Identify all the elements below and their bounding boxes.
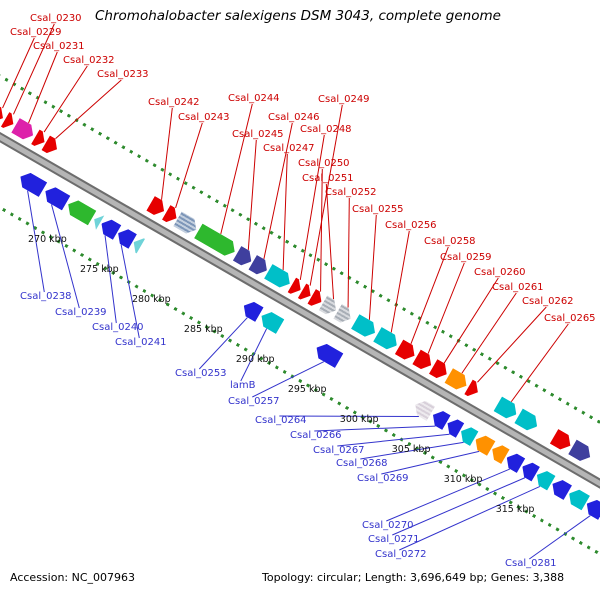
gene-label[interactable]: Csal_0258 bbox=[424, 236, 476, 247]
gene-label[interactable]: Csal_0267 bbox=[313, 445, 365, 456]
ruler-tick-label: 305 kbp bbox=[391, 443, 431, 455]
gene-label[interactable]: Csal_0243 bbox=[178, 112, 230, 123]
gene-label[interactable]: Csal_0257 bbox=[228, 396, 280, 407]
ruler-tick-label: 315 kbp bbox=[495, 503, 535, 515]
gene-label[interactable]: Csal_0242 bbox=[148, 97, 200, 108]
gene-label[interactable]: Csal_0246 bbox=[268, 112, 320, 123]
gene-label[interactable]: Csal_0260 bbox=[474, 267, 526, 278]
gene-label[interactable]: Csal_0244 bbox=[228, 93, 280, 104]
gene-label[interactable]: Csal_0259 bbox=[440, 252, 492, 263]
gene-label[interactable]: Csal_0232 bbox=[63, 55, 115, 66]
gene-label[interactable]: Csal_0229 bbox=[10, 27, 62, 38]
gene-label[interactable]: Csal_0251 bbox=[302, 173, 354, 184]
gene-label[interactable]: Csal_0272 bbox=[375, 549, 427, 560]
ruler-tick-label: 290 kbp bbox=[235, 353, 275, 365]
gene-label[interactable]: Csal_0255 bbox=[352, 204, 404, 215]
gene-label[interactable]: Csal_0247 bbox=[263, 143, 315, 154]
gene-label[interactable]: Csal_0249 bbox=[318, 94, 370, 105]
gene-label[interactable]: Csal_0230 bbox=[30, 13, 82, 24]
gene-label[interactable]: lamB bbox=[230, 380, 256, 391]
gene-label[interactable]: Csal_0265 bbox=[544, 313, 596, 324]
gene-label[interactable]: Csal_0248 bbox=[300, 124, 352, 135]
accession-text: Accession: NC_007963 bbox=[10, 571, 136, 584]
gene-label[interactable]: Csal_0240 bbox=[92, 322, 144, 333]
gene-label[interactable]: Csal_0268 bbox=[336, 458, 388, 469]
gene-label[interactable]: Csal_0252 bbox=[325, 187, 377, 198]
gene-label[interactable]: Csal_0231 bbox=[33, 41, 85, 52]
gene-label[interactable]: Csal_0262 bbox=[522, 296, 574, 307]
gene-label[interactable]: Csal_0271 bbox=[368, 534, 420, 545]
ruler-tick-label: 285 kbp bbox=[183, 323, 223, 335]
ruler-tick-label: 270 kbp bbox=[28, 233, 67, 245]
genome-title: Chromohalobacter salexigens DSM 3043, co… bbox=[95, 8, 501, 24]
gene-label[interactable]: Csal_0264 bbox=[255, 415, 307, 426]
ruler-tick-label: 280 kbp bbox=[131, 293, 171, 305]
gene-label[interactable]: Csal_0281 bbox=[505, 558, 557, 569]
ruler-tick-label: 300 kbp bbox=[339, 413, 379, 425]
gene-label[interactable]: Csal_0241 bbox=[115, 337, 167, 348]
gene-label[interactable]: Csal_0269 bbox=[357, 473, 409, 484]
gene-label[interactable]: Csal_0238 bbox=[20, 291, 72, 302]
ruler-tick-label: 275 kbp bbox=[79, 263, 119, 275]
gene-label[interactable]: Csal_0266 bbox=[290, 430, 342, 441]
gene-label[interactable]: Csal_0261 bbox=[492, 282, 544, 293]
gene-label[interactable]: Csal_0239 bbox=[55, 307, 107, 318]
gene-label[interactable]: Csal_0256 bbox=[385, 220, 437, 231]
gene-label[interactable]: Csal_0250 bbox=[298, 158, 350, 169]
gene-label[interactable]: Csal_0253 bbox=[175, 368, 227, 379]
gene-label[interactable]: Csal_0270 bbox=[362, 520, 414, 531]
ruler-tick-label: 295 kbp bbox=[287, 383, 327, 395]
gene-label[interactable]: Csal_0245 bbox=[232, 129, 284, 140]
ruler-tick-label: 310 kbp bbox=[443, 473, 483, 485]
gene-label[interactable]: Csal_0233 bbox=[97, 69, 149, 80]
genome-summary-text: Topology: circular; Length: 3,696,649 bp… bbox=[262, 571, 565, 584]
